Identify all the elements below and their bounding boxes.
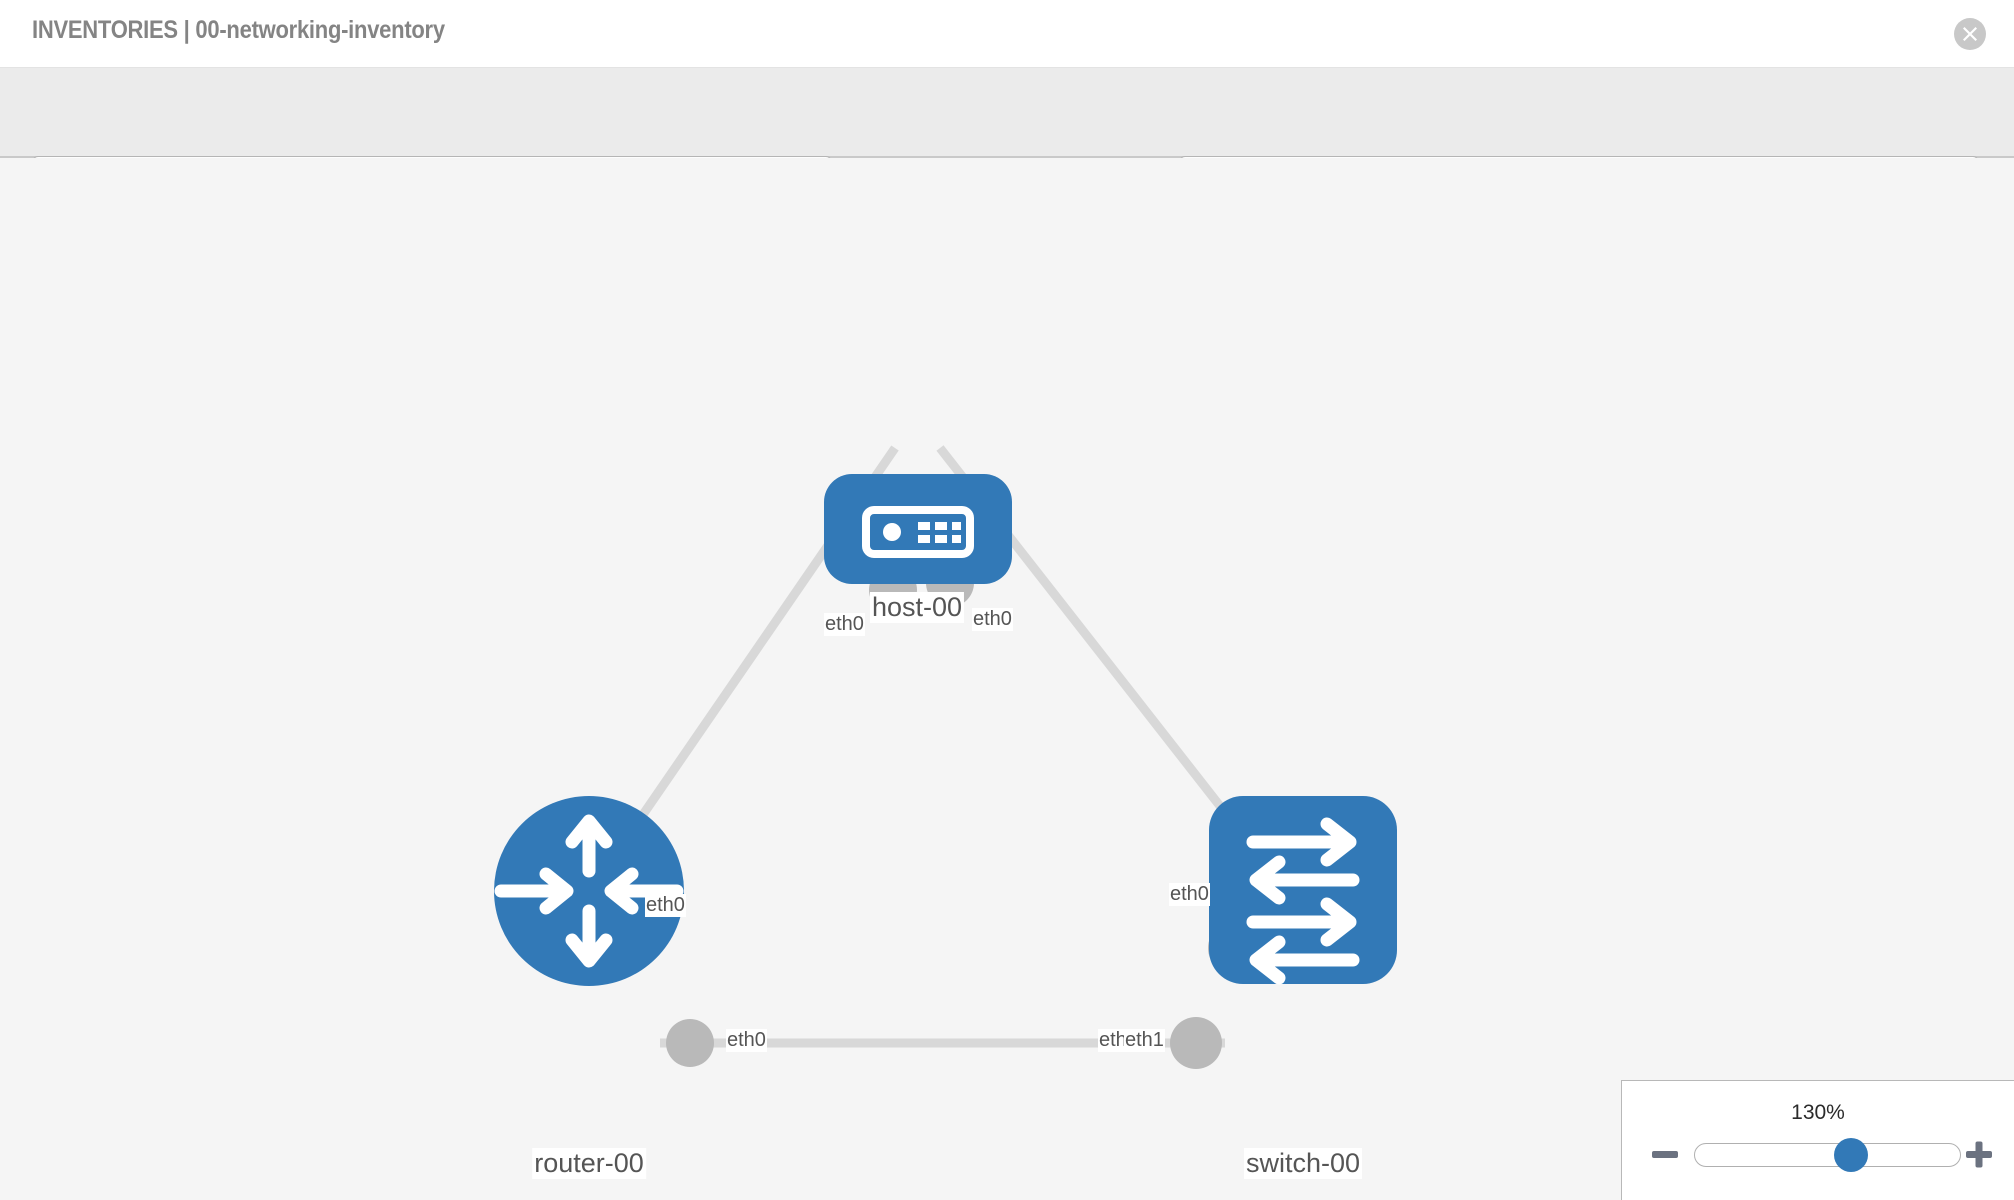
port-label-switch-west-b: eth1	[1124, 1029, 1165, 1052]
topology-canvas[interactable]: host-00 router-00 switch-00 eth0 eth0 et…	[0, 158, 2014, 1200]
node-label-router-00: router-00	[532, 1148, 646, 1179]
node-label-switch-00: switch-00	[1243, 1148, 1363, 1179]
port-label-switch-north: eth0	[1169, 883, 1210, 906]
topology-ports	[666, 559, 1260, 1069]
zoom-slider-track[interactable]	[1694, 1143, 1961, 1167]
node-host-00	[824, 474, 1012, 584]
port-router-east	[666, 1019, 714, 1067]
zoom-slider[interactable]	[1694, 1138, 1961, 1172]
close-icon[interactable]	[1954, 18, 1986, 50]
page-title: INVENTORIES | 00-networking-inventory	[32, 16, 445, 44]
node-switch-00	[1209, 796, 1397, 985]
port-label-host-left: eth0	[824, 613, 865, 636]
zoom-slider-thumb[interactable]	[1834, 1138, 1868, 1172]
port-label-router-north: eth0	[645, 894, 686, 917]
page-header: INVENTORIES | 00-networking-inventory	[0, 0, 2014, 68]
zoom-control-panel: 130%	[1621, 1080, 2014, 1200]
port-label-host-right: eth0	[972, 608, 1013, 631]
zoom-level-label: 130%	[1791, 1101, 1845, 1124]
node-router-00	[494, 796, 684, 986]
topology-toolbar: ACTIONS SEARCH	[0, 68, 2014, 210]
port-switch-west	[1170, 1017, 1222, 1069]
port-label-switch-west-a: eth	[1098, 1029, 1128, 1052]
node-label-host-00: host-00	[869, 592, 965, 623]
zoom-out-button[interactable]	[1648, 1137, 1682, 1171]
port-label-router-east: eth0	[726, 1029, 767, 1052]
zoom-in-button[interactable]	[1962, 1137, 1996, 1171]
